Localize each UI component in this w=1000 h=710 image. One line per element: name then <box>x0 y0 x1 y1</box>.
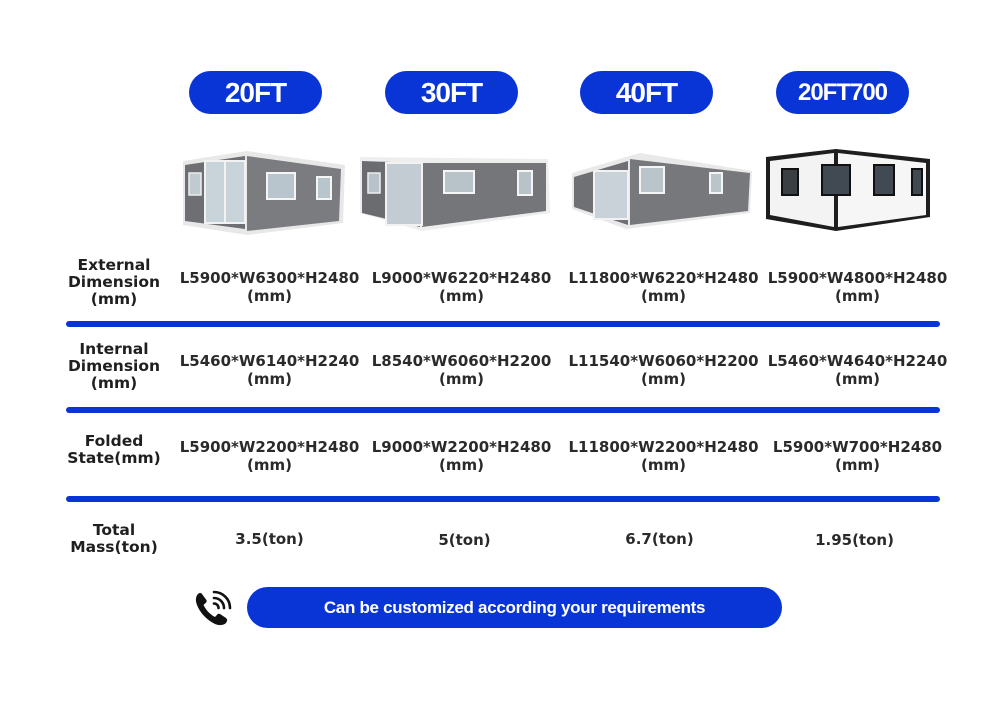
folded-state-40ft: L11800*W2200*H2480(mm) <box>566 438 761 474</box>
row-label-line: Dimension <box>67 273 161 291</box>
header-30ft: 30FT <box>385 71 518 114</box>
row-label-line: (mm) <box>90 290 138 308</box>
cell-unit: (mm) <box>439 287 484 305</box>
cell-value: L5460*W6140*H2240 <box>179 352 360 370</box>
cell-unit: (mm) <box>247 370 292 388</box>
cell-value: L5460*W4640*H2240 <box>767 352 948 370</box>
total-mass-20ft700: 1.95(ton) <box>757 531 952 549</box>
internal-dimension-20ft700: L5460*W4640*H2240(mm) <box>760 352 955 388</box>
cell-unit: (mm) <box>247 456 292 474</box>
internal-dimension-40ft: L11540*W6060*H2200(mm) <box>566 352 761 388</box>
row-label-line: Internal <box>79 340 149 358</box>
banner-text: Can be customized according your require… <box>323 597 706 617</box>
cell-unit: (mm) <box>835 287 880 305</box>
cell-value: L5900*W700*H2480 <box>772 438 943 456</box>
total-mass-20ft: 3.5(ton) <box>172 530 367 548</box>
row-divider <box>66 407 940 413</box>
cell-unit: (mm) <box>641 370 686 388</box>
external-dimension-20ft700: L5900*W4800*H2480(mm) <box>760 269 955 305</box>
cell-value: 1.95(ton) <box>815 531 894 549</box>
cell-value: L11540*W6060*H2200 <box>568 352 759 370</box>
row-label-line: External <box>77 256 151 274</box>
folded-state-20ft700: L5900*W700*H2480(mm) <box>760 438 955 474</box>
container-house-40ft-image <box>572 153 752 229</box>
row-label-line: State(mm) <box>67 449 161 467</box>
row-label-line: Total <box>92 521 136 539</box>
cell-unit: (mm) <box>835 456 880 474</box>
phone-icon <box>195 590 232 626</box>
header-40ft: 40FT <box>580 71 713 114</box>
cell-unit: (mm) <box>439 456 484 474</box>
total-mass-30ft: 5(ton) <box>367 531 562 549</box>
cell-value: 6.7(ton) <box>625 530 694 548</box>
cell-unit: (mm) <box>247 287 292 305</box>
container-house-20ft700-image <box>766 149 930 231</box>
external-dimension-40ft: L11800*W6220*H2480(mm) <box>566 269 761 305</box>
header-20ft700: 20FT700 <box>776 71 909 114</box>
cell-unit: (mm) <box>439 370 484 388</box>
internal-dimension-20ft: L5460*W6140*H2240(mm) <box>172 352 367 388</box>
cell-unit: (mm) <box>641 456 686 474</box>
cell-value: L9000*W6220*H2480 <box>371 269 552 287</box>
container-house-20ft-image <box>183 151 345 235</box>
row-label-external: External Dimension (mm) <box>55 257 173 308</box>
folded-state-20ft: L5900*W2200*H2480(mm) <box>172 438 367 474</box>
folded-state-30ft: L9000*W2200*H2480(mm) <box>364 438 559 474</box>
external-dimension-20ft: L5900*W6300*H2480(mm) <box>172 269 367 305</box>
cell-value: 5(ton) <box>438 531 491 549</box>
row-label-line: Folded <box>84 432 144 450</box>
row-divider <box>66 321 940 327</box>
cell-unit: (mm) <box>835 370 880 388</box>
cell-unit: (mm) <box>641 287 686 305</box>
header-20ft: 20FT <box>189 71 322 114</box>
cell-value: L5900*W2200*H2480 <box>179 438 360 456</box>
cell-value: L9000*W2200*H2480 <box>371 438 552 456</box>
cell-value: L11800*W2200*H2480 <box>568 438 759 456</box>
row-label-folded: Folded State(mm) <box>55 433 173 467</box>
container-house-30ft-image <box>360 157 550 231</box>
cell-value: L5900*W6300*H2480 <box>179 269 360 287</box>
cell-value: 3.5(ton) <box>235 530 304 548</box>
internal-dimension-30ft: L8540*W6060*H2200(mm) <box>364 352 559 388</box>
cell-value: L8540*W6060*H2200 <box>371 352 552 370</box>
row-label-line: Dimension <box>67 357 161 375</box>
row-label-internal: Internal Dimension (mm) <box>55 341 173 392</box>
external-dimension-30ft: L9000*W6220*H2480(mm) <box>364 269 559 305</box>
cell-value: L5900*W4800*H2480 <box>767 269 948 287</box>
row-label-line: Mass(ton) <box>70 538 158 556</box>
row-label-mass: Total Mass(ton) <box>55 522 173 556</box>
row-divider <box>66 496 940 502</box>
cell-value: L11800*W6220*H2480 <box>568 269 759 287</box>
total-mass-40ft: 6.7(ton) <box>562 530 757 548</box>
row-label-line: (mm) <box>90 374 138 392</box>
customization-banner: Can be customized according your require… <box>247 587 782 628</box>
